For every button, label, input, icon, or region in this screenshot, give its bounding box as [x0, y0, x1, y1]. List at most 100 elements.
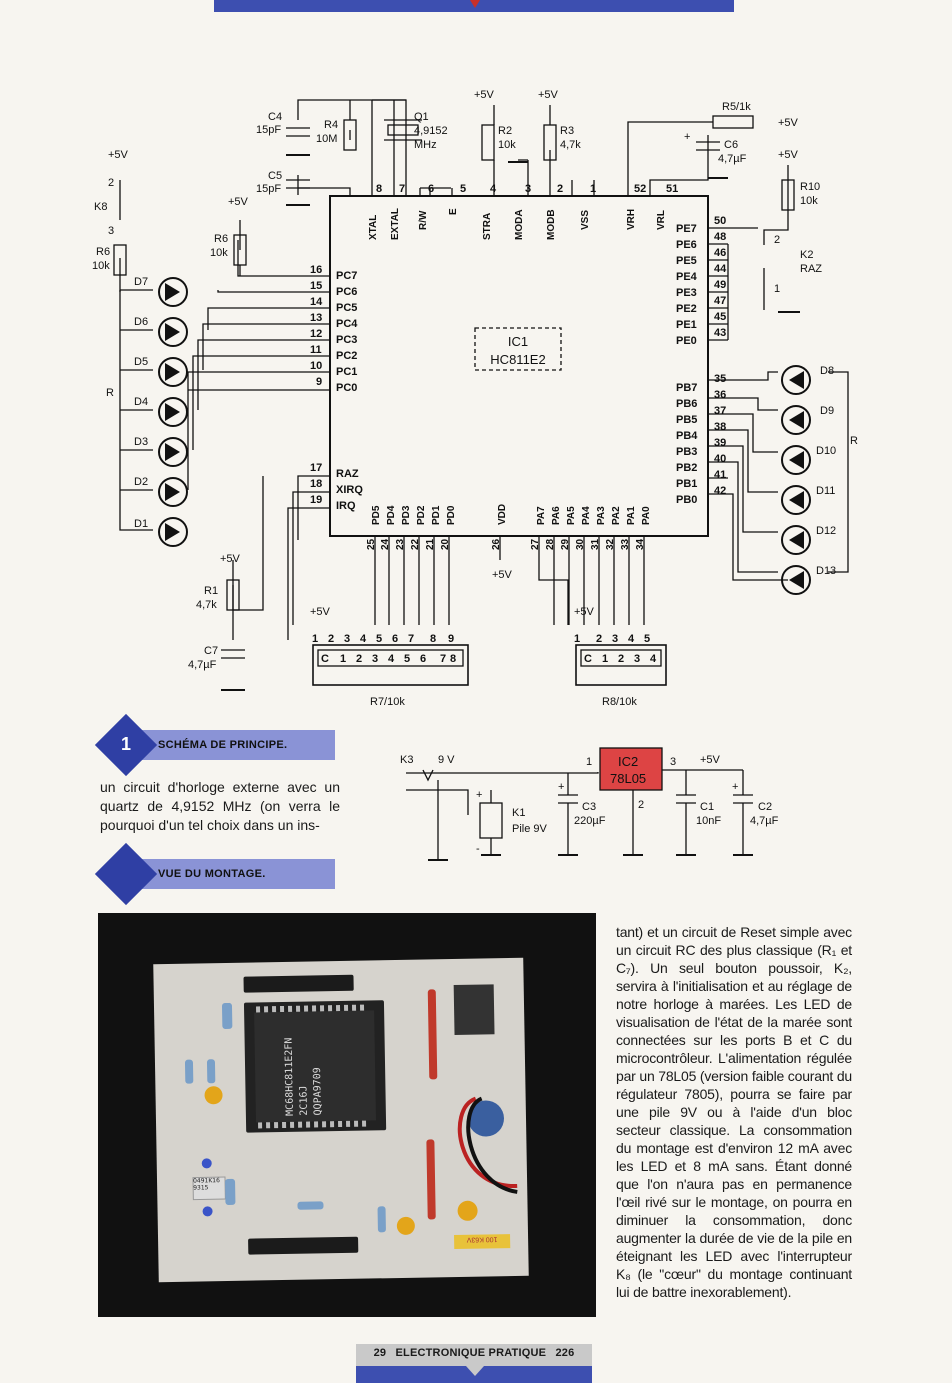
pin-label: PA4 — [581, 506, 592, 525]
r8-pin: 3 — [612, 633, 618, 645]
label-r3: R3 — [560, 125, 574, 137]
led-d3 — [158, 437, 188, 467]
pin-num: 24 — [380, 538, 391, 550]
pin-num: 14 — [310, 296, 323, 308]
chip-label: MC68HC811E2FN 2C16J QQPA9709 — [282, 1019, 354, 1116]
pin-label: PE7 — [676, 223, 697, 235]
label-q1-value: 4,9152 — [414, 125, 448, 137]
label-k8-pin3: 3 — [108, 225, 114, 237]
pin-num: 6 — [428, 183, 434, 195]
caption-schema-number: 1 — [120, 734, 131, 754]
r7-inner — [317, 649, 464, 667]
pin-num: 37 — [714, 405, 726, 417]
pin-label: IRQ — [336, 500, 356, 512]
label-c3-plus: + — [558, 781, 564, 793]
label-r2-value: 10k — [498, 139, 516, 151]
label-ic2-pin1: 1 — [586, 756, 592, 768]
label-r-left: R — [106, 387, 114, 399]
r8-pin: 1 — [574, 633, 580, 645]
pin-num: 19 — [310, 494, 322, 506]
caption-schema-text: SCHÉMA DE PRINCIPE. — [158, 739, 288, 751]
pin-label: PD1 — [431, 505, 442, 525]
pin-label: PE6 — [676, 239, 697, 251]
pin-label: PE4 — [676, 271, 698, 283]
ic1-name: IC1 — [508, 334, 528, 349]
pin-num: 15 — [310, 280, 322, 292]
label-r4-value: 10M — [316, 133, 337, 145]
label-vcc-r5: +5V — [778, 117, 799, 129]
label-q1-unit: MHz — [414, 139, 437, 151]
label-k3: K3 — [400, 754, 413, 766]
pin-label: PA2 — [611, 506, 622, 525]
pin-label: E — [448, 208, 459, 215]
label-vcc-r3: +5V — [538, 89, 559, 101]
label-r4: R4 — [324, 119, 338, 131]
pin-num: 18 — [310, 478, 322, 490]
led-d4 — [158, 397, 188, 427]
caption-schema-bar — [140, 730, 335, 760]
led-d10 — [781, 445, 811, 475]
pin-num: 10 — [310, 360, 322, 372]
pin-num: 5 — [460, 183, 466, 195]
pin-label: PC5 — [336, 302, 357, 314]
pin-num: 48 — [714, 231, 726, 243]
pin-num: 8 — [376, 183, 382, 195]
r7-pin: 5 — [376, 633, 382, 645]
r7-inner-pin: 1 — [340, 653, 346, 665]
pin-num: 3 — [525, 183, 531, 195]
pin-num: 38 — [714, 421, 726, 433]
pin-num: 40 — [714, 453, 726, 465]
label-r6a-value: 10k — [92, 260, 110, 272]
r7-pin: 6 — [392, 633, 398, 645]
label-d10: D10 — [816, 445, 836, 457]
pin-label: MODB — [546, 209, 557, 240]
r8-inner-pin: 1 — [602, 653, 608, 665]
label-r6b-value: 10k — [210, 247, 228, 259]
label-r1-value: 4,7k — [196, 599, 217, 611]
led-d2 — [158, 477, 188, 507]
label-r3-value: 4,7k — [560, 139, 581, 151]
pin-num: 47 — [714, 295, 726, 307]
label-c1-value: 10nF — [696, 815, 721, 827]
pin-label: PC0 — [336, 382, 357, 394]
pin-num: 17 — [310, 462, 322, 474]
pin-num: 9 — [316, 376, 322, 388]
label-ic2: IC2 — [618, 754, 638, 769]
pin-label: PA0 — [641, 506, 652, 525]
label-d12: D12 — [816, 525, 836, 537]
pin-num: 2 — [557, 183, 563, 195]
label-q1: Q1 — [414, 111, 429, 123]
ic1-label-box — [474, 327, 562, 371]
label-r8: R8/10k — [602, 696, 637, 708]
r7-inner-pin: 2 — [356, 653, 362, 665]
label-c5-value: 15pF — [256, 183, 281, 195]
pin-num: 41 — [714, 469, 726, 481]
r8-inner-pin: 2 — [618, 653, 624, 665]
pin-num: 52 — [634, 183, 646, 195]
label-k8: K8 — [94, 201, 107, 213]
pin-label: PA5 — [566, 506, 577, 525]
pin-label: PC6 — [336, 286, 357, 298]
pin-num: 26 — [491, 538, 502, 550]
r7-pin: 8 — [430, 633, 436, 645]
label-c7-value: 4,7µF — [188, 659, 217, 671]
crystal-label: 0491K16 9315 — [192, 1177, 220, 1192]
label-d9: D9 — [820, 405, 834, 417]
pin-label: PB2 — [676, 462, 697, 474]
label-k1-value: Pile 9V — [512, 823, 548, 835]
pcb-board: MC68HC811E2FN 2C16J QQPA9709 0491K16 931… — [153, 957, 529, 1283]
r7-pin: 4 — [360, 633, 367, 645]
r7-inner-pin: 8 — [450, 653, 456, 665]
label-r7: R7/10k — [370, 696, 405, 708]
ic1-part: HC811E2 — [490, 352, 545, 367]
pin-num: 45 — [714, 311, 726, 323]
pin-num: 46 — [714, 247, 726, 259]
label-vcc-r2: +5V — [474, 89, 495, 101]
r7-pin: 1 — [312, 633, 318, 645]
led-d6 — [158, 317, 188, 347]
label-d8: D8 — [820, 365, 834, 377]
pin-label: PA7 — [536, 506, 547, 525]
caption-montage-text: VUE DU MONTAGE. — [158, 868, 266, 880]
label-c7: C7 — [204, 645, 218, 657]
label-9v: 9 V — [438, 754, 455, 766]
